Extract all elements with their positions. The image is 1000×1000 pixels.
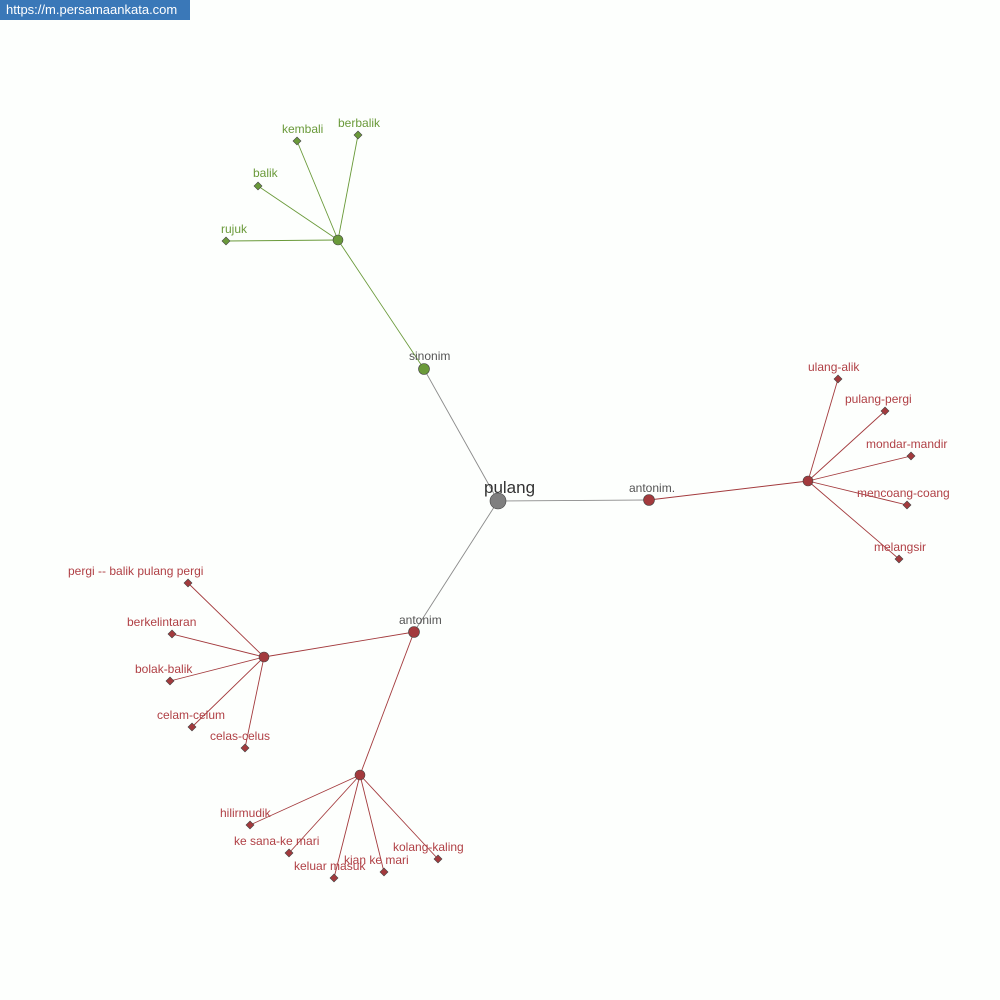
word-label: berbalik: [338, 116, 381, 130]
word-label: kian ke mari: [344, 853, 409, 867]
word-label: mencoang-coang: [857, 486, 950, 500]
category-node-antonym[interactable]: [408, 626, 420, 638]
word-node[interactable]: [880, 406, 890, 416]
cluster-to-word-edge: [807, 455, 912, 482]
word-node[interactable]: [253, 181, 263, 191]
word-node[interactable]: [187, 722, 197, 732]
graph-labels: pulang sinonim rujuk balik kembali berbalik an…: [68, 116, 950, 873]
word-label: berkelintaran: [127, 615, 196, 629]
cluster-node[interactable]: [332, 234, 344, 246]
word-node[interactable]: [329, 873, 339, 883]
cluster-to-word-edge: [288, 774, 361, 854]
word-label: melangsir: [874, 540, 926, 554]
word-node[interactable]: [165, 676, 175, 686]
word-label: celam-celum: [157, 708, 225, 722]
cluster-to-word-edge: [169, 656, 265, 682]
category-node-antonym[interactable]: [643, 494, 655, 506]
word-node[interactable]: [292, 136, 302, 146]
word-node[interactable]: [379, 867, 389, 877]
word-node[interactable]: [240, 743, 250, 753]
root-node[interactable]: [489, 492, 507, 510]
cluster-to-word-edge: [191, 656, 265, 728]
word-label: mondar-mandir: [866, 437, 947, 451]
root-to-category-edge: [413, 500, 499, 633]
word-label: ulang-alik: [808, 360, 860, 374]
category-label: antonim.: [629, 481, 675, 495]
category-to-cluster-edge: [359, 631, 415, 776]
word-node[interactable]: [433, 854, 443, 864]
category-to-cluster-edge: [337, 239, 425, 370]
word-node[interactable]: [284, 848, 294, 858]
word-label: kolang-kaling: [393, 840, 464, 854]
cluster-to-word-edge: [807, 480, 908, 506]
category-label: sinonim: [409, 349, 450, 363]
site-url-link[interactable]: https://m.persamaankata.com: [0, 0, 190, 20]
graph-edges: [169, 134, 912, 879]
word-label: keluar masuk: [294, 859, 366, 873]
category-label: antonim: [399, 613, 442, 627]
cluster-node[interactable]: [258, 651, 270, 663]
word-label: pergi -- balik pulang pergi: [68, 564, 203, 578]
cluster-to-word-edge: [187, 582, 265, 658]
cluster-to-word-edge: [257, 185, 339, 241]
cluster-to-word-edge: [244, 656, 265, 749]
word-node[interactable]: [906, 451, 916, 461]
cluster-to-word-edge: [807, 410, 886, 482]
category-to-cluster-edge: [648, 480, 809, 501]
word-node[interactable]: [902, 500, 912, 510]
cluster-to-word-edge: [807, 378, 839, 482]
word-node[interactable]: [894, 554, 904, 564]
category-node-synonym[interactable]: [418, 363, 430, 375]
word-node[interactable]: [833, 374, 843, 384]
word-label: kembali: [282, 122, 323, 136]
cluster-to-word-edge: [333, 774, 361, 879]
cluster-to-word-edge: [359, 774, 385, 873]
word-node[interactable]: [221, 236, 231, 246]
cluster-to-word-edge: [807, 480, 900, 560]
cluster-to-word-edge: [296, 140, 339, 241]
graph-nodes: [165, 130, 916, 883]
cluster-node[interactable]: [354, 769, 366, 781]
cluster-to-word-edge: [337, 134, 359, 241]
cluster-to-word-edge: [249, 774, 361, 826]
word-node[interactable]: [167, 629, 177, 639]
cluster-to-word-edge: [225, 239, 339, 242]
root-to-category-edge: [423, 368, 499, 502]
word-label: rujuk: [221, 222, 248, 236]
word-node[interactable]: [245, 820, 255, 830]
word-label: bolak-balik: [135, 662, 193, 676]
word-label: ke sana-ke mari: [234, 834, 319, 848]
word-node[interactable]: [353, 130, 363, 140]
category-to-cluster-edge: [263, 631, 415, 658]
cluster-node[interactable]: [802, 475, 814, 487]
word-node[interactable]: [183, 578, 193, 588]
cluster-to-word-edge: [171, 633, 265, 658]
word-label: pulang-pergi: [845, 392, 912, 406]
word-label: celas-celus: [210, 729, 270, 743]
word-label: balik: [253, 166, 279, 180]
cluster-to-word-edge: [359, 774, 439, 860]
word-label: hilirmudik: [220, 806, 272, 820]
root-label: pulang: [484, 478, 535, 497]
root-to-category-edge: [497, 499, 650, 502]
